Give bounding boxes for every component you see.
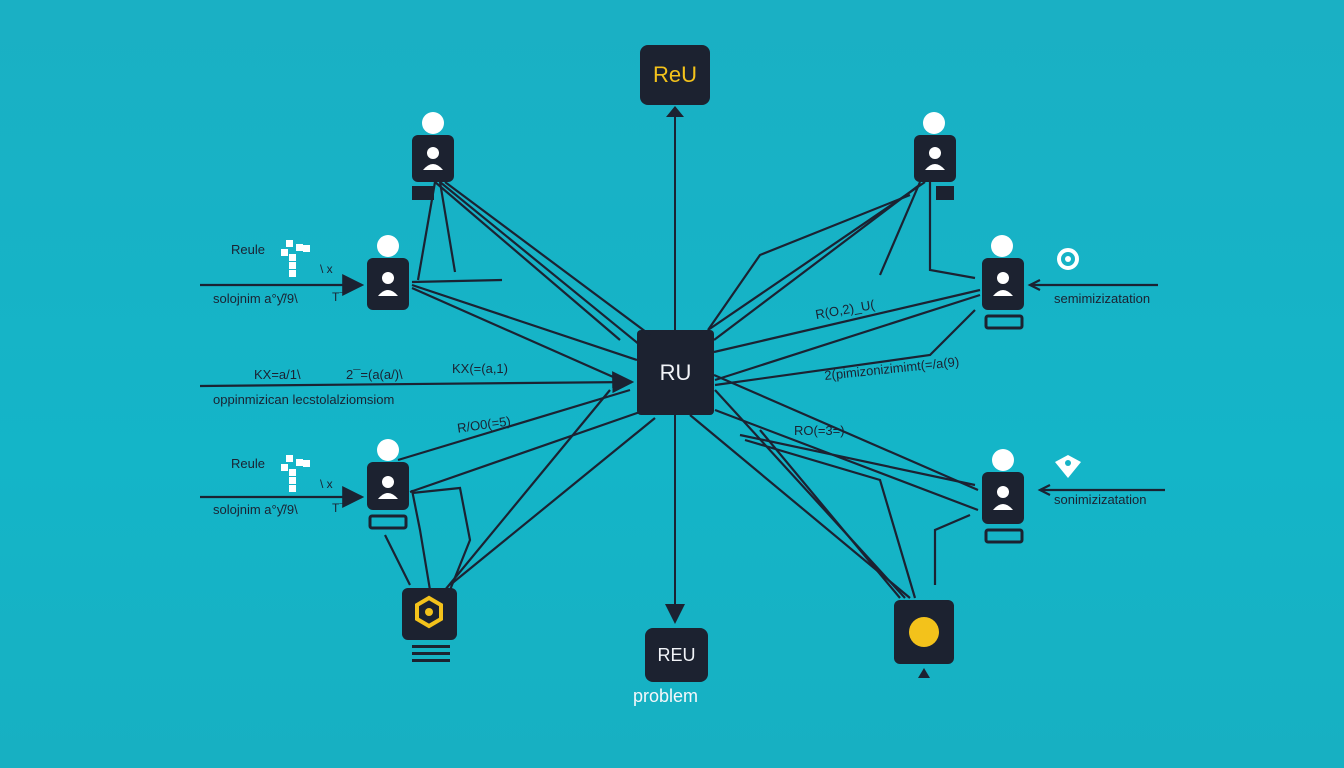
left-upper-formula: solojnim a°ƴ/9\	[213, 291, 298, 306]
top-node	[640, 45, 710, 117]
left-lower-mark-1: \ x	[320, 477, 333, 491]
network-lines	[199, 181, 1165, 599]
right-lower-text: sonimizizatation	[1054, 492, 1147, 507]
center-right-lower-label: RO(=3=)	[794, 423, 845, 438]
left-mid-formula-b: 2¯=(a(a/)\	[346, 367, 403, 382]
location-pin-icon	[1055, 455, 1081, 478]
person-node-mid-left	[367, 235, 409, 310]
left-lower-mark-2: T¯	[332, 501, 346, 515]
person-node-lower-left	[367, 439, 409, 530]
bottom-caption: problem	[633, 686, 699, 706]
left-lower-title: Reule	[231, 456, 265, 471]
person-node-upper-right	[914, 112, 956, 200]
person-node-lower-right	[982, 449, 1024, 544]
left-mid-formula-a: KX=a/1\	[254, 367, 301, 382]
left-upper-mark-2: T¯	[332, 290, 346, 304]
right-upper-text: semimizizatation	[1054, 291, 1151, 306]
location-node	[402, 588, 457, 662]
bottom-node	[645, 628, 708, 682]
person-node-upper-left	[412, 112, 454, 200]
person-node-mid-right	[982, 235, 1024, 330]
center-left-upper-label: KX(=(a,1)	[452, 361, 508, 376]
puzzle-icon	[281, 240, 310, 277]
left-upper-title: Reule	[231, 242, 265, 257]
puzzle-icon	[281, 455, 310, 492]
top-node-label: ReU	[652, 62, 697, 87]
center-node	[637, 330, 714, 415]
center-node-label: RU	[659, 359, 692, 385]
circle-node	[894, 600, 954, 678]
gear-icon	[1057, 248, 1079, 270]
left-upper-mark-1: \ x	[320, 262, 333, 276]
left-lower-formula: solojnim a°ƴ/9\	[213, 502, 298, 517]
left-mid-text: oppinmizican lecstolalziomsiom	[213, 392, 395, 407]
bottom-node-label: REU	[657, 644, 696, 665]
